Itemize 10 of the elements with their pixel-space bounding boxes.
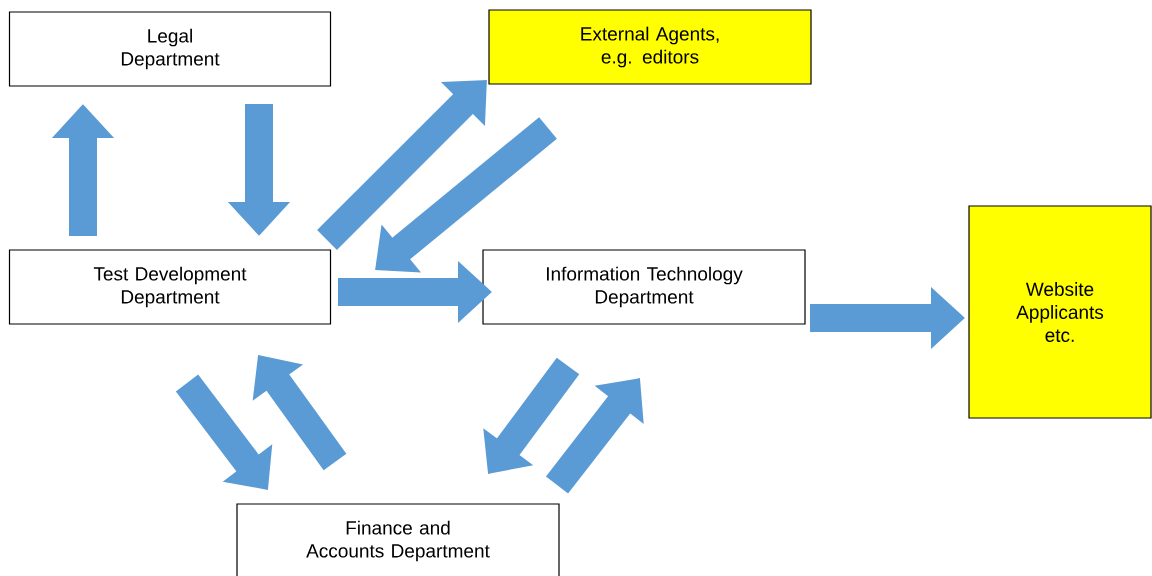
- department-box: Finance and Accounts Department: [236, 503, 560, 576]
- block-arrow: [175, 374, 273, 490]
- department-box: External Agents, e.g. editors: [488, 9, 812, 85]
- block-arrow: [375, 117, 557, 273]
- department-box: Website Applicants etc.: [968, 205, 1152, 419]
- department-box: Information Technology Department: [482, 249, 806, 325]
- department-box: Test Development Department: [8, 249, 332, 325]
- block-arrow: [252, 355, 347, 471]
- block-arrow: [317, 80, 487, 250]
- department-box: Legal Department: [8, 11, 332, 87]
